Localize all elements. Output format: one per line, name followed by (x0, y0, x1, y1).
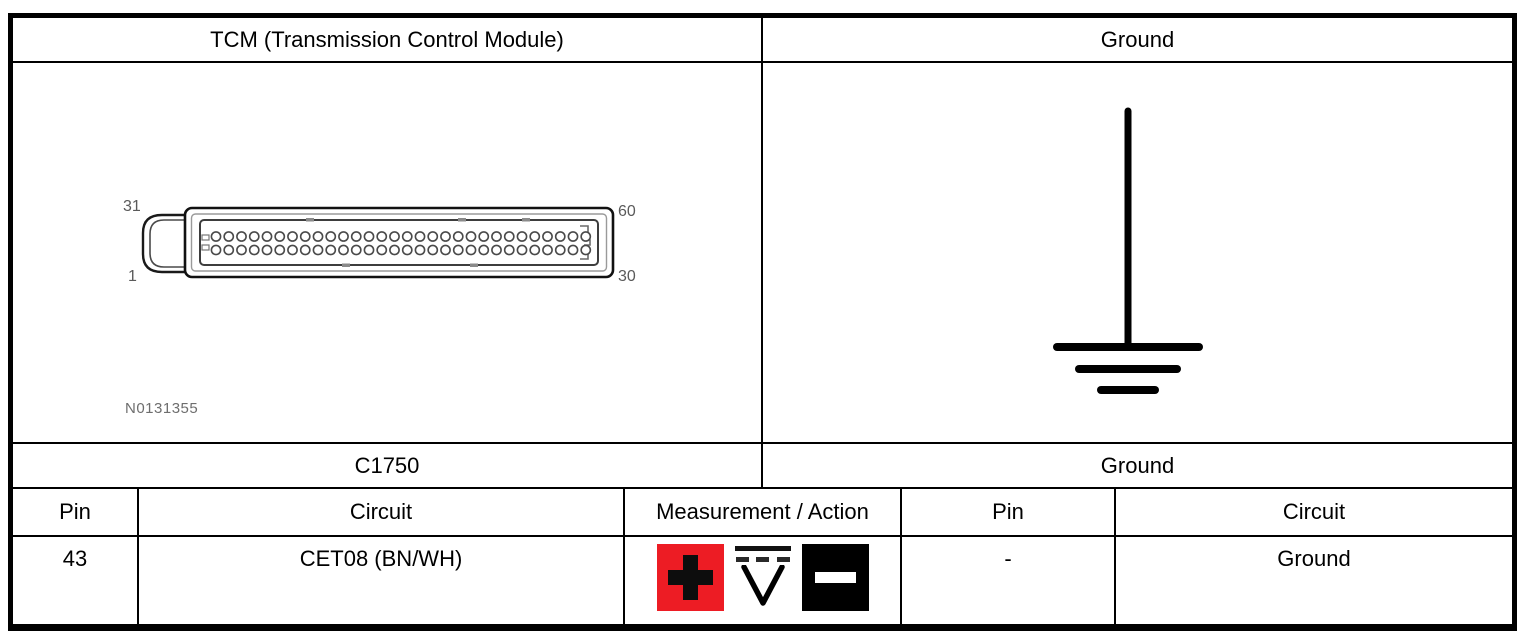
figures-row: 31 1 60 30 N0131355 (13, 63, 1512, 444)
measurement-icons (656, 537, 869, 611)
ground-caption-cell: Ground (763, 444, 1512, 487)
connector-left-cap (141, 213, 198, 274)
connector-caption-cell: C1750 (13, 444, 763, 487)
tcm-header-label: TCM (Transmission Control Module) (210, 26, 564, 52)
col-header-circuit-right: Circuit (1282, 499, 1346, 524)
pin-label-bottom-left: 1 (128, 268, 137, 285)
caption-row: C1750 Ground (13, 444, 1512, 489)
ground-caption-label: Ground (1100, 452, 1175, 478)
pinpoint-test-table: TCM (Transmission Control Module) Ground (8, 13, 1517, 631)
positive-probe-icon (656, 544, 724, 611)
connector-pin-frame (199, 219, 599, 266)
circuit-right-value: Ground (1277, 546, 1351, 571)
col-header-circuit-left: Circuit (139, 489, 625, 535)
pin-label-top-right: 60 (618, 203, 636, 220)
pin-right-value: - (902, 537, 1116, 624)
pin-left-value: 43 (13, 537, 139, 624)
pin-label-bottom-right: 30 (618, 268, 636, 285)
negative-probe-icon (801, 544, 869, 611)
connector-caption-label: C1750 (354, 452, 420, 478)
dc-voltmeter-icon (734, 544, 792, 611)
ground-header-label: Ground (1100, 26, 1175, 52)
ground-figure-cell (763, 63, 1512, 442)
ground-header-cell: Ground (763, 18, 1512, 61)
volt-v-glyph (740, 565, 785, 606)
connector-figure-cell: 31 1 60 30 N0131355 (13, 63, 763, 442)
col-header-pin-right: Pin (902, 489, 1116, 535)
col-header-pin-left: Pin (13, 489, 139, 535)
header-row: TCM (Transmission Control Module) Ground (13, 18, 1512, 63)
col-header-measurement: Measurement / Action (625, 489, 902, 535)
circuit-left-value: CET08 (BN/WH) (139, 537, 625, 624)
column-header-row: Pin Circuit Measurement / Action Pin Cir… (13, 489, 1512, 537)
figure-id-label: N0131355 (125, 400, 199, 417)
table-row: 43 CET08 (BN/WH) (13, 537, 1512, 624)
tcm-connector-diagram: 31 1 60 30 (123, 198, 636, 285)
pin-label-top-left: 31 (123, 198, 141, 215)
ground-symbol-icon (1053, 107, 1203, 394)
tcm-header-cell: TCM (Transmission Control Module) (13, 18, 763, 61)
measurement-cell (625, 537, 902, 624)
connector-pins (210, 231, 592, 256)
